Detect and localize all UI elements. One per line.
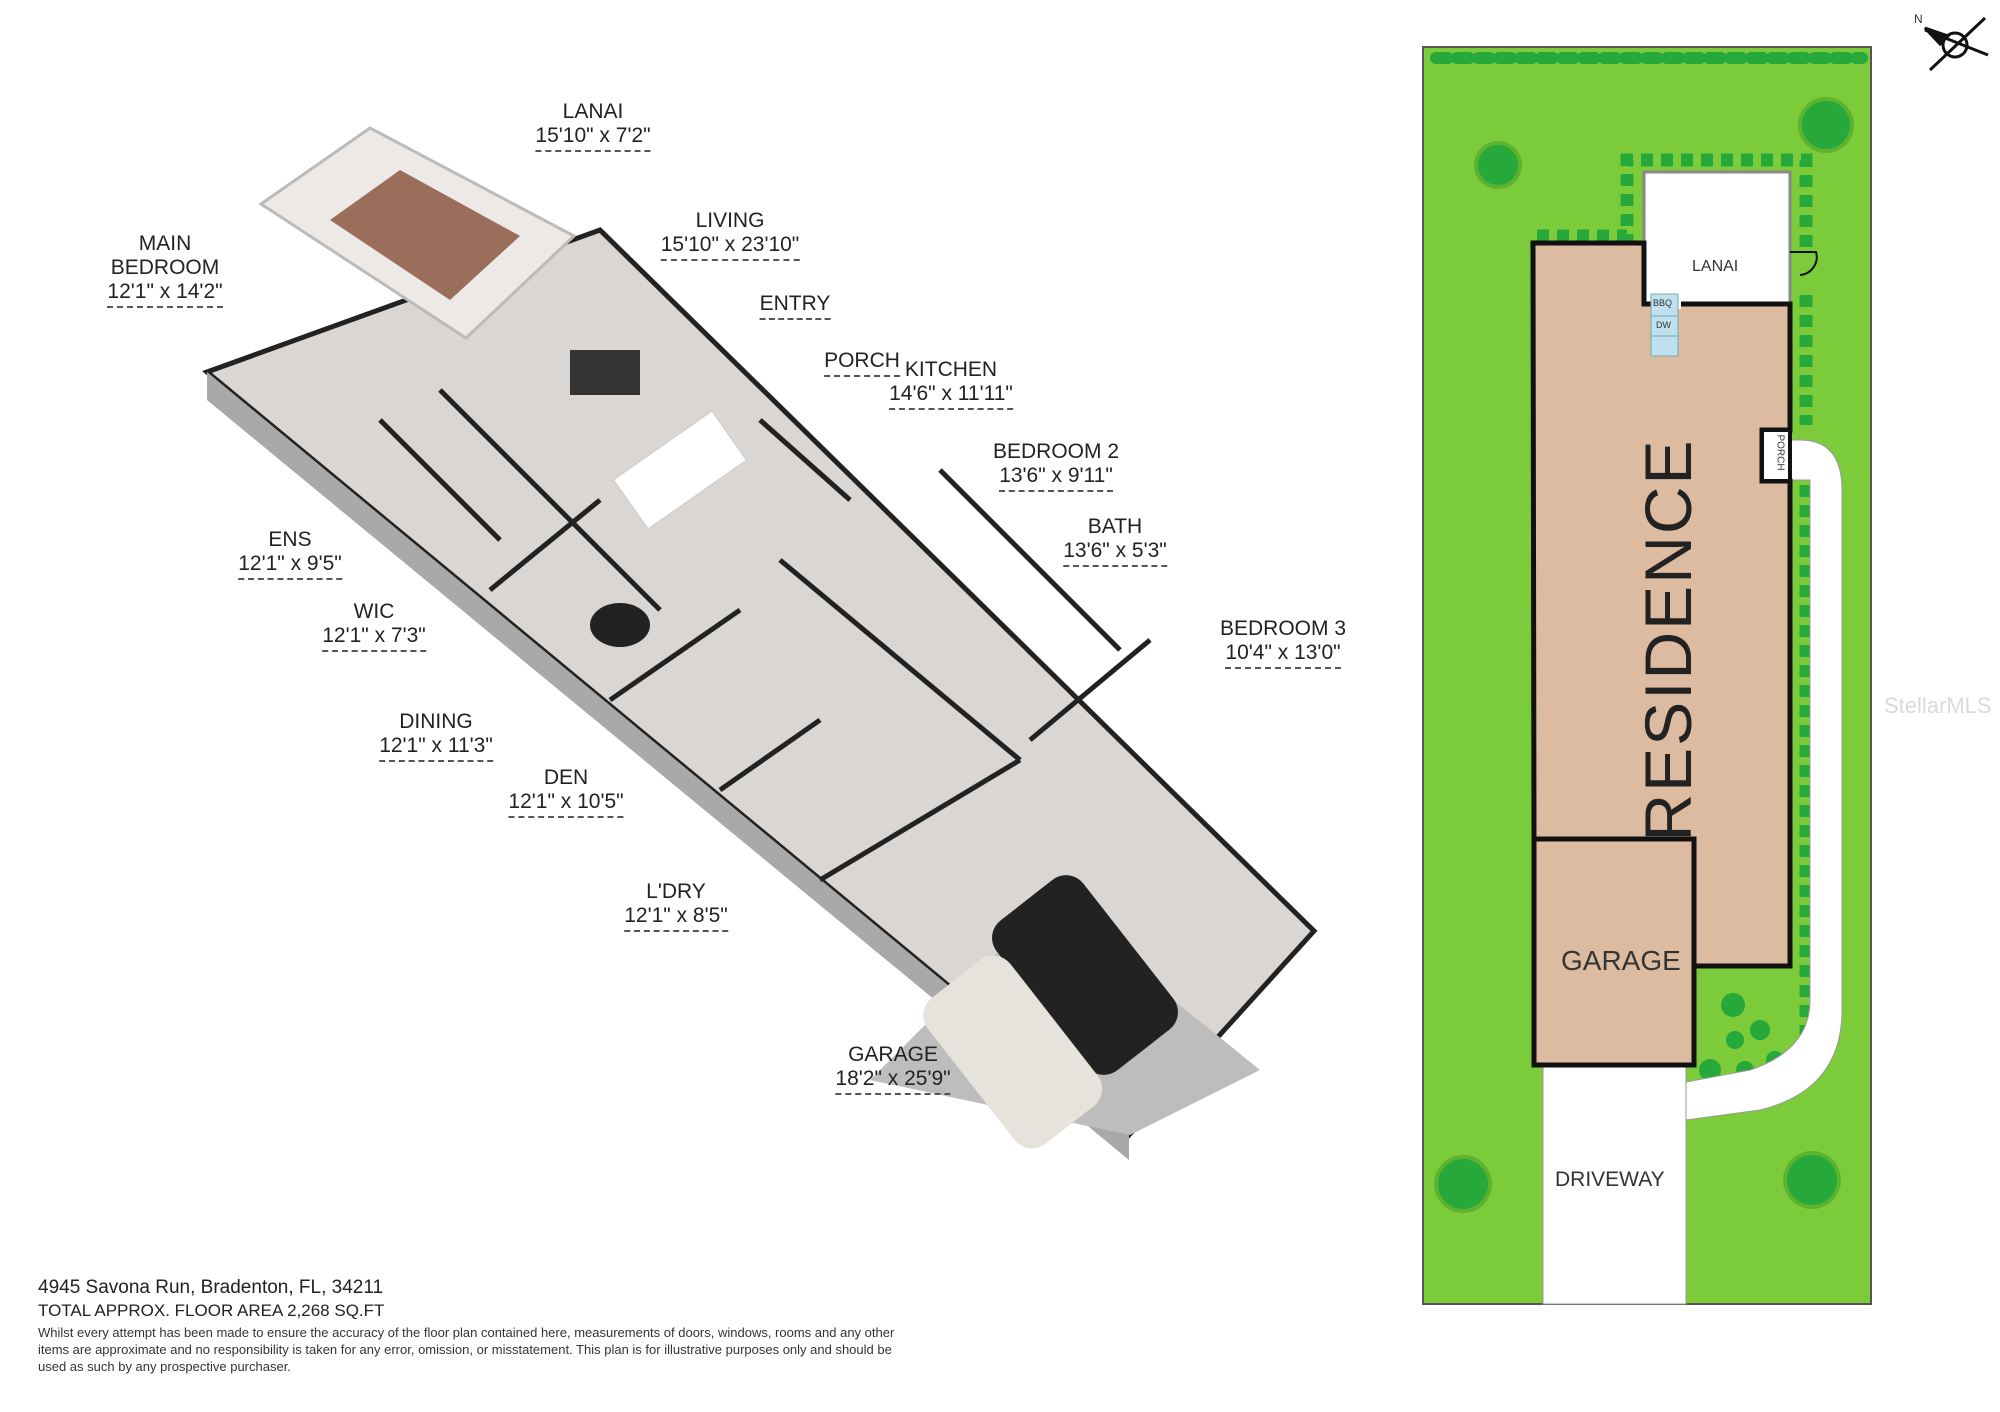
- room-name: ENTRY: [759, 292, 831, 320]
- room-name: GARAGE: [848, 1043, 938, 1066]
- site-garage-label: GARAGE: [1561, 945, 1681, 976]
- room-dims: 12'1" x 8'5": [624, 904, 728, 932]
- house-3d-render: [202, 126, 1318, 1160]
- tree: [1783, 1151, 1841, 1209]
- walkway: [1685, 439, 1843, 1121]
- room-dims: 12'1" x 11'3": [379, 734, 493, 762]
- disclaimer: Whilst every attempt has been made to en…: [38, 1325, 895, 1374]
- porch-site: [1760, 428, 1792, 483]
- site-dw-label: DW: [1656, 320, 1671, 330]
- room-dims: 12'1" x 10'5": [508, 790, 624, 818]
- room-name: DEN: [543, 766, 589, 789]
- total-floor-area: TOTAL APPROX. FLOOR AREA 2,268 SQ.FT: [38, 1301, 385, 1320]
- room-name: L'DRY: [646, 880, 706, 903]
- room-dims: 14'6" x 11'11": [889, 382, 1013, 410]
- lanai-site: [1642, 170, 1792, 306]
- tree: [1474, 141, 1522, 189]
- tree: [1434, 1155, 1492, 1213]
- property-address: 4945 Savona Run, Bradenton, FL, 34211: [38, 1277, 384, 1298]
- site-driveway-label: DRIVEWAY: [1555, 1168, 1665, 1191]
- compass-north-label: N: [1914, 12, 1923, 26]
- room-dims: 13'6" x 5'3": [1063, 539, 1167, 567]
- room-name: BEDROOM 2: [992, 440, 1120, 463]
- room-label-entry: ENTRY: [759, 292, 831, 320]
- room-label-porch: PORCH: [824, 349, 900, 377]
- room-name: PORCH: [824, 349, 900, 377]
- room-dims: 12'1" x 14'2": [107, 280, 223, 308]
- watermark: StellarMLS: [1884, 693, 1992, 718]
- room-dims: 13'6" x 9'11": [999, 464, 1113, 492]
- site-lanai-label: LANAI: [1692, 258, 1739, 275]
- room-dims: 15'10" x 23'10": [660, 233, 800, 261]
- room-name: DINING: [399, 710, 473, 733]
- room-name: BATH: [1087, 515, 1143, 538]
- room-name: LIVING: [695, 209, 765, 232]
- driveway: [1542, 1064, 1687, 1305]
- lanai-door: [1790, 251, 1818, 276]
- compass-icon: [1923, 16, 1989, 72]
- room-name: ENS: [268, 528, 312, 551]
- room-name: LANAI: [562, 100, 624, 123]
- room-dims: 18'2" x 25'9": [835, 1067, 951, 1095]
- room-dims: 10'4" x 13'0": [1225, 641, 1341, 669]
- room-name: WIC: [353, 600, 395, 623]
- room-dims: 15'10" x 7'2": [535, 124, 651, 152]
- tree: [1798, 97, 1854, 153]
- garage-site: [1531, 836, 1697, 1068]
- plan-footer: 4945 Savona Run, Bradenton, FL, 34211 TO…: [38, 1276, 898, 1375]
- site-plan: [1422, 16, 1989, 1305]
- site-porch-label: PORCH: [1774, 434, 1786, 471]
- room-dims: 12'1" x 7'3": [322, 624, 426, 652]
- room-name: MAIN BEDROOM: [110, 232, 220, 279]
- site-bbq-label: BBQ: [1653, 298, 1673, 308]
- room-dims: 12'1" x 9'5": [238, 552, 342, 580]
- room-name: BEDROOM 3: [1219, 617, 1347, 640]
- site-residence-label: RESIDENCE: [1631, 438, 1705, 842]
- room-name: KITCHEN: [904, 358, 998, 381]
